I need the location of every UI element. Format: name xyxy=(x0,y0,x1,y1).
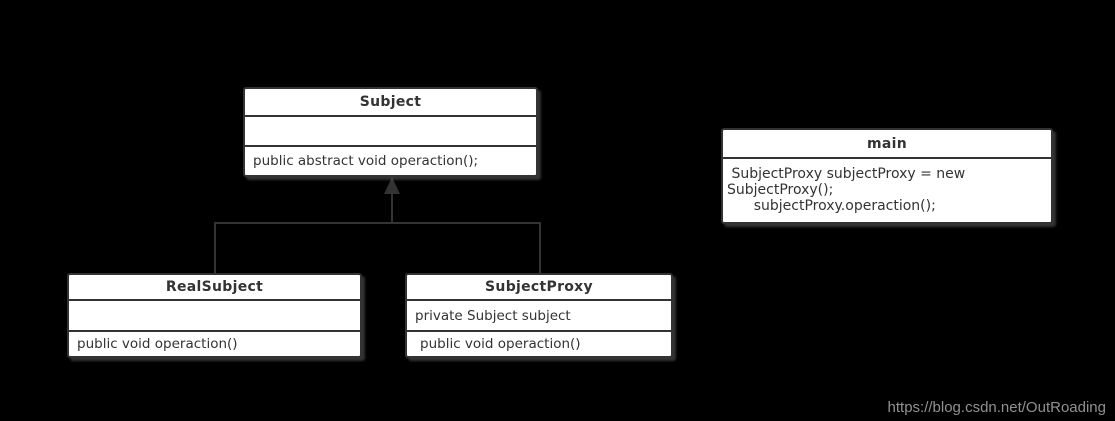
class-box-main: main SubjectProxy subjectProxy = new Sub… xyxy=(721,128,1053,224)
main-code-body: SubjectProxy subjectProxy = new SubjectP… xyxy=(723,159,1051,222)
class-attributes-subject-proxy: private Subject subject xyxy=(407,301,671,332)
inheritance-connector-horizontal xyxy=(214,222,541,224)
class-box-subject: Subject public abstract void operaction(… xyxy=(243,87,538,177)
class-box-subject-proxy: SubjectProxy private Subject subject pub… xyxy=(405,273,673,358)
class-methods-subject-proxy: public void operaction() xyxy=(420,336,581,352)
class-title-real-subject: RealSubject xyxy=(69,275,360,301)
inheritance-arrowhead-icon xyxy=(384,177,400,194)
watermark-url: https://blog.csdn.net/OutRoading xyxy=(887,399,1106,416)
class-methods-real-subject: public void operaction() xyxy=(77,336,238,352)
class-title-subject: Subject xyxy=(245,89,536,117)
main-code-line: SubjectProxy(); xyxy=(727,182,834,198)
main-code-line: subjectProxy.operaction(); xyxy=(727,198,936,214)
main-code-line: SubjectProxy subjectProxy = new xyxy=(727,166,966,182)
class-box-real-subject: RealSubject public void operaction() xyxy=(67,273,362,358)
inheritance-arrow-shaft xyxy=(391,193,393,224)
class-methods-subject: public abstract void operaction(); xyxy=(253,153,479,169)
inheritance-connector-left-vertical xyxy=(214,222,216,274)
class-attributes-subject xyxy=(245,117,536,147)
class-attributes-real-subject xyxy=(69,301,360,332)
inheritance-connector-right-vertical xyxy=(539,222,541,274)
class-title-subject-proxy: SubjectProxy xyxy=(407,275,671,301)
class-title-main: main xyxy=(723,130,1051,159)
